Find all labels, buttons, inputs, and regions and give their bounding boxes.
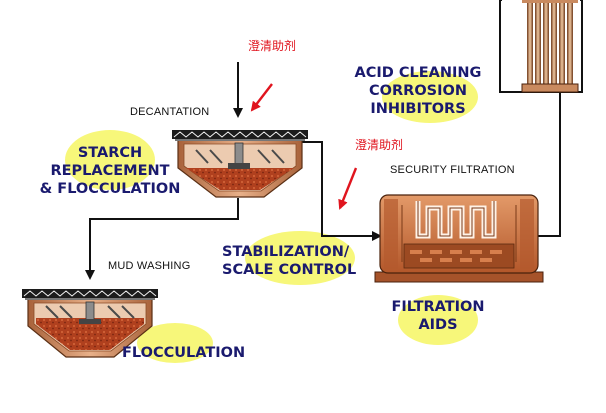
acid-cleaning-line-3: INHIBITORS xyxy=(370,101,466,117)
filtration-aids-highlight xyxy=(398,295,478,345)
underflow-arrow xyxy=(85,198,239,280)
thickener-tank-icon xyxy=(22,289,158,358)
stabilization-highlight xyxy=(245,231,355,285)
security-filtration-label: SECURITY FILTRATION xyxy=(390,164,515,176)
acid-cleaning-label: ACID CLEANING CORROSION INHIBITORS xyxy=(348,64,488,118)
label-highlights xyxy=(65,71,478,363)
decantation-label: DECANTATION xyxy=(130,106,210,118)
acid-cleaning-highlight xyxy=(382,71,478,123)
red-arrows xyxy=(250,83,358,210)
filtration-aids-line-1: FILTRATION xyxy=(391,299,485,315)
acid-cleaning-line-2: CORROSION xyxy=(369,83,467,99)
flocculation-label: FLOCCULATION xyxy=(122,345,246,361)
starch-label: STARCH REPLACEMENT & FLOCCULATION xyxy=(26,144,194,198)
flocculation-highlight xyxy=(137,323,213,363)
flow-lines xyxy=(85,62,565,280)
clarifier-aid-annotation-right: 澄清助剂 xyxy=(355,138,404,152)
stabilization-label: STABILIZATION/ SCALE CONTROL xyxy=(222,243,356,279)
starch-line-1: STARCH xyxy=(77,145,143,161)
red-arrow-icon xyxy=(250,83,273,112)
filtrate-arrow xyxy=(538,83,565,237)
starch-highlight xyxy=(65,130,155,190)
stabilization-line-1: STABILIZATION/ xyxy=(222,244,350,260)
thickener-tank-icon xyxy=(172,130,308,198)
mud-washing-label: MUD WASHING xyxy=(108,260,191,272)
filtration-aids-line-2: AIDS xyxy=(418,317,458,333)
red-arrow-icon xyxy=(338,167,358,210)
starch-line-3: & FLOCCULATION xyxy=(39,181,181,197)
starch-line-2: REPLACEMENT xyxy=(50,163,170,179)
filtration-aids-label: FILTRATION AIDS xyxy=(388,298,488,334)
stabilization-line-2: SCALE CONTROL xyxy=(222,262,357,278)
filter-unit-icon xyxy=(374,194,544,283)
tube-heat-exchanger-icon xyxy=(499,0,583,93)
overflow-to-filter-arrow xyxy=(302,141,382,241)
acid-cleaning-line-1: ACID CLEANING xyxy=(354,65,482,81)
clarifier-aid-annotation-top: 澄清助剂 xyxy=(248,39,297,53)
